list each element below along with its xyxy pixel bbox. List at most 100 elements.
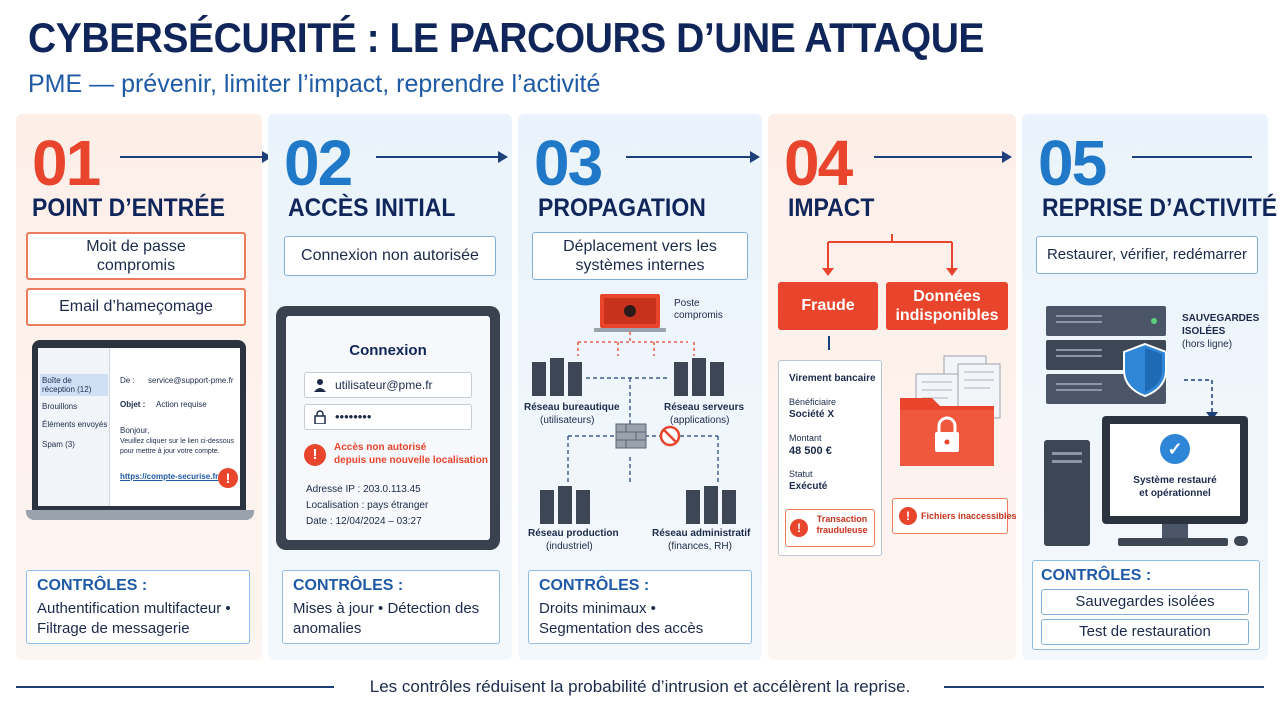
unavailable-data-box: Données indisponibles (886, 282, 1008, 330)
step-5-heading: REPRISE D’ACTIVITÉ (1042, 194, 1278, 222)
keyboard-icon (1118, 538, 1228, 546)
amount-value: 48 500 € (789, 445, 832, 457)
transfer-title: Virement bancaire (789, 373, 876, 384)
email-body-line1: Veuillez cliquer sur le lien ci-dessous (120, 438, 234, 445)
controls-title: CONTRÔLES : (37, 577, 148, 594)
restore-box: Restaurer, vérifier, redémarrer (1036, 236, 1258, 274)
divider-line (1132, 156, 1252, 158)
status-value: Exécuté (789, 481, 828, 492)
username-field[interactable]: utilisateur@pme.fr (304, 372, 472, 398)
restore-test-item: Test de restauration (1041, 619, 1249, 645)
server-network-sub: (applications) (670, 415, 730, 426)
compromised-laptop-icon (594, 294, 666, 332)
step-1-column: 01 POINT D’ENTRÉE Moit de passe compromi… (16, 114, 272, 660)
step-4-column: 04 IMPACT Fraude Données indisponibles V… (768, 114, 1017, 660)
step-3-number: 03 (534, 127, 603, 199)
beneficiary-value: Société X (789, 409, 835, 420)
sent-folder[interactable]: Éléments envoyés (42, 420, 108, 429)
arrow-icon (120, 151, 272, 163)
phishing-email-box: Email d’hameçomage (26, 288, 246, 326)
alert-line1: Accès non autorisé (334, 442, 427, 453)
shield-icon (1123, 342, 1167, 398)
inbox-folder[interactable]: Boîte de réception (12) (40, 374, 108, 396)
impact-split-arrows (822, 234, 958, 276)
email-body-line2: pour mettre à jour votre compte. (120, 448, 220, 455)
fraud-box: Fraude (778, 282, 878, 330)
email-greeting: Bonjour, (120, 426, 150, 435)
step-1-controls: CONTRÔLES : Authentification multifacteu… (26, 570, 250, 644)
step-1-heading: POINT D’ENTRÉE (32, 194, 225, 222)
admin-network-title: Réseau administratif (652, 528, 751, 539)
files-alert: ! Fichiers inaccessibles (892, 498, 1017, 534)
phishing-link[interactable]: https://compte-securise.fr (120, 472, 219, 481)
laptop-illustration: Boîte de réception (12) Brouillons Éléme… (26, 340, 254, 520)
beneficiary-label: Bénéficiaire (789, 397, 837, 407)
username-value: utilisateur@pme.fr (335, 378, 433, 392)
isolated-backups-item: Sauvegardes isolées (1041, 589, 1249, 615)
step-1-number: 01 (32, 127, 101, 199)
check-icon: ✓ (1160, 434, 1190, 464)
office-network-sub: (utilisateurs) (540, 415, 595, 426)
subject-value: Action requise (156, 400, 207, 409)
office-network-title: Réseau bureautique (524, 402, 620, 413)
arrow-icon (376, 151, 508, 163)
warning-icon: ! (304, 444, 326, 466)
footer-note: Les contrôles réduisent la probabilité d… (369, 677, 911, 696)
step-5-number: 05 (1038, 127, 1107, 199)
app-servers-icon (674, 358, 724, 396)
drafts-folder[interactable]: Brouillons (42, 402, 78, 411)
monitor-icon: ✓ Système restauré et opérationnel (1102, 416, 1248, 524)
status-label: Statut (789, 469, 813, 479)
location: Localisation : pays étranger (306, 500, 429, 511)
from-label: De : (120, 376, 135, 385)
desktop-tower-icon (1044, 440, 1090, 546)
production-servers-icon (540, 486, 590, 524)
blocked-icon (659, 425, 681, 447)
from-value: service@support-pme.fr (148, 376, 234, 385)
footer-divider-left (16, 686, 334, 688)
lock-icon (313, 410, 327, 425)
arrow-icon (874, 151, 1012, 163)
controls-title: CONTRÔLES : (293, 577, 404, 594)
date: Date : 12/04/2024 – 03:27 (306, 516, 422, 527)
firewall-icon (615, 423, 647, 449)
spam-folder[interactable]: Spam (3) (42, 440, 75, 449)
step-2-controls: CONTRÔLES : Mises à jour • Détection des… (282, 570, 500, 644)
password-field[interactable]: •••••••• (304, 404, 472, 430)
step-2-heading: ACCÈS INITIAL (288, 194, 456, 222)
controls-text: Droits minimaux • Segmentation des accès (539, 600, 704, 637)
locked-folder-icon (900, 355, 1001, 466)
password-value: •••••••• (335, 409, 372, 424)
server-network-title: Réseau serveurs (664, 402, 745, 413)
bank-transfer-card: Virement bancaire Bénéficiaire Société X… (778, 360, 882, 556)
lateral-movement-box: Déplacement vers les systèmes internes (532, 232, 748, 280)
fraud-alert: ! Transaction frauduleuse (785, 509, 875, 547)
step-2-column: 02 ACCÈS INITIAL Connexion non autorisée… (268, 114, 512, 660)
step-3-column: 03 PROPAGATION Déplacement vers les syst… (518, 114, 762, 660)
production-network-title: Réseau production (528, 528, 619, 539)
step-4-number: 04 (784, 127, 853, 199)
mouse-icon (1234, 536, 1248, 546)
fraud-alert-text: Transaction frauduleuse (816, 514, 868, 536)
step-5-controls: CONTRÔLES : Sauvegardes isolées Test de … (1032, 560, 1260, 650)
admin-network-sub: (finances, RH) (668, 541, 732, 552)
warning-icon: ! (218, 468, 238, 488)
page-title: CYBERSÉCURITÉ : LE PARCOURS D’UNE ATTAQU… (28, 14, 985, 61)
tablet-illustration: Connexion utilisateur@pme.fr •••••••• ! … (276, 306, 500, 550)
controls-text: Mises à jour • Détection des anomalies (293, 600, 480, 637)
step-2-number: 02 (284, 127, 353, 199)
step-4-heading: IMPACT (788, 194, 875, 222)
login-title: Connexion (349, 342, 427, 359)
unauthorized-login-box: Connexion non autorisée (284, 236, 496, 276)
email-client-screen: Boîte de réception (12) Brouillons Éléme… (38, 348, 240, 506)
controls-title: CONTRÔLES : (539, 577, 650, 594)
ip-address: Adresse IP : 203.0.113.45 (306, 484, 421, 495)
alert-line2: depuis une nouvelle localisation (334, 455, 488, 466)
controls-title: CONTRÔLES : (1041, 567, 1152, 584)
admin-servers-icon (686, 486, 736, 524)
step-5-column: 05 REPRISE D’ACTIVITÉ Restaurer, vérifie… (1022, 114, 1277, 660)
step-3-controls: CONTRÔLES : Droits minimaux • Segmentati… (528, 570, 752, 644)
compromised-password-box: Moit de passe compromis (26, 232, 246, 280)
network-diagram (532, 294, 736, 524)
